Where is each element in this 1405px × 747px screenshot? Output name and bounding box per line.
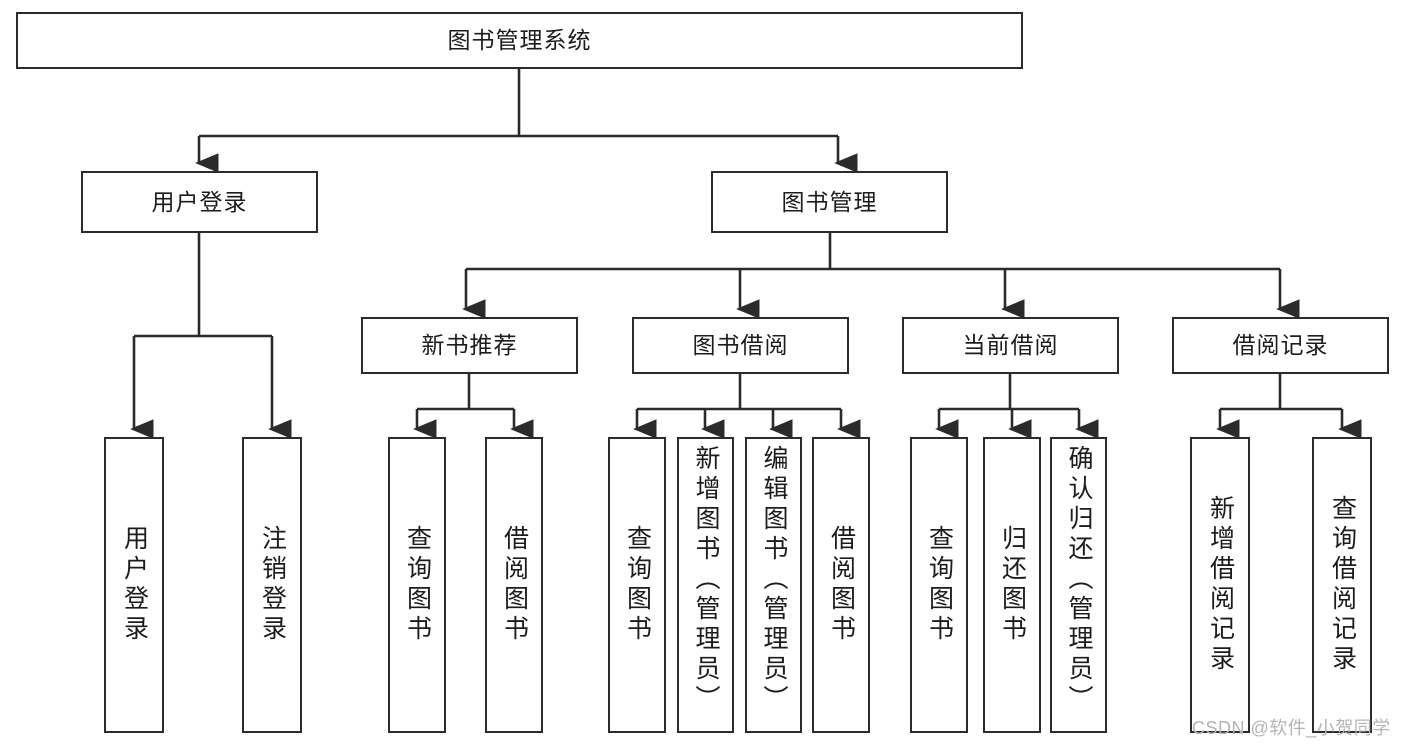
leaf-records-query-record[interactable]: 查询借阅记录	[1312, 437, 1372, 733]
leaf-records-add-record-label: 新增借阅记录	[1206, 495, 1235, 675]
csdn-watermark: CSDN @软件_小贺同学	[1192, 718, 1391, 738]
leaf-current-return-book-label: 归还图书	[998, 525, 1027, 645]
leaf-records-add-record[interactable]: 新增借阅记录	[1190, 437, 1250, 733]
leaf-user-login-label: 用户登录	[120, 525, 149, 645]
node-borrow-records[interactable]: 借阅记录	[1172, 317, 1389, 374]
leaf-newbook-query-book[interactable]: 查询图书	[388, 437, 446, 733]
leaf-user-login[interactable]: 用户登录	[104, 437, 164, 733]
leaf-current-confirm-return-admin[interactable]: 确认归还（管理员）	[1050, 437, 1107, 733]
leaf-borrow-edit-book-admin-label: 编辑图书（管理员）	[760, 445, 788, 715]
node-book-borrow-label: 图书借阅	[692, 332, 789, 359]
leaf-borrow-add-book-admin[interactable]: 新增图书（管理员）	[677, 437, 734, 733]
leaf-records-query-record-label: 查询借阅记录	[1328, 495, 1357, 675]
node-borrow-records-label: 借阅记录	[1232, 332, 1329, 359]
node-new-book-recommend-label: 新书推荐	[421, 332, 518, 359]
leaf-newbook-borrow-book-label: 借阅图书	[500, 525, 529, 645]
node-book-management-label: 图书管理	[781, 188, 878, 215]
leaf-borrow-borrow-book[interactable]: 借阅图书	[812, 437, 870, 733]
leaf-borrow-add-book-admin-label: 新增图书（管理员）	[692, 445, 720, 715]
leaf-borrow-borrow-book-label: 借阅图书	[827, 525, 856, 645]
leaf-newbook-query-book-label: 查询图书	[403, 525, 432, 645]
leaf-user-logout[interactable]: 注销登录	[242, 437, 302, 733]
node-root-label: 图书管理系统	[447, 27, 592, 54]
node-root[interactable]: 图书管理系统	[16, 12, 1023, 69]
leaf-current-return-book[interactable]: 归还图书	[983, 437, 1041, 733]
node-user-login-label: 用户登录	[151, 188, 248, 215]
leaf-current-query-book-label: 查询图书	[925, 525, 954, 645]
node-new-book-recommend[interactable]: 新书推荐	[361, 317, 578, 374]
leaf-borrow-query-book-label: 查询图书	[623, 525, 652, 645]
leaf-current-query-book[interactable]: 查询图书	[910, 437, 968, 733]
leaf-current-confirm-return-admin-label: 确认归还（管理员）	[1065, 445, 1093, 715]
node-user-login[interactable]: 用户登录	[81, 171, 318, 233]
node-current-borrow[interactable]: 当前借阅	[902, 317, 1119, 374]
node-book-borrow[interactable]: 图书借阅	[632, 317, 849, 374]
leaf-borrow-query-book[interactable]: 查询图书	[608, 437, 666, 733]
leaf-newbook-borrow-book[interactable]: 借阅图书	[485, 437, 543, 733]
leaf-borrow-edit-book-admin[interactable]: 编辑图书（管理员）	[745, 437, 802, 733]
node-current-borrow-label: 当前借阅	[962, 332, 1059, 359]
leaf-user-logout-label: 注销登录	[258, 525, 287, 645]
node-book-management[interactable]: 图书管理	[711, 171, 948, 233]
